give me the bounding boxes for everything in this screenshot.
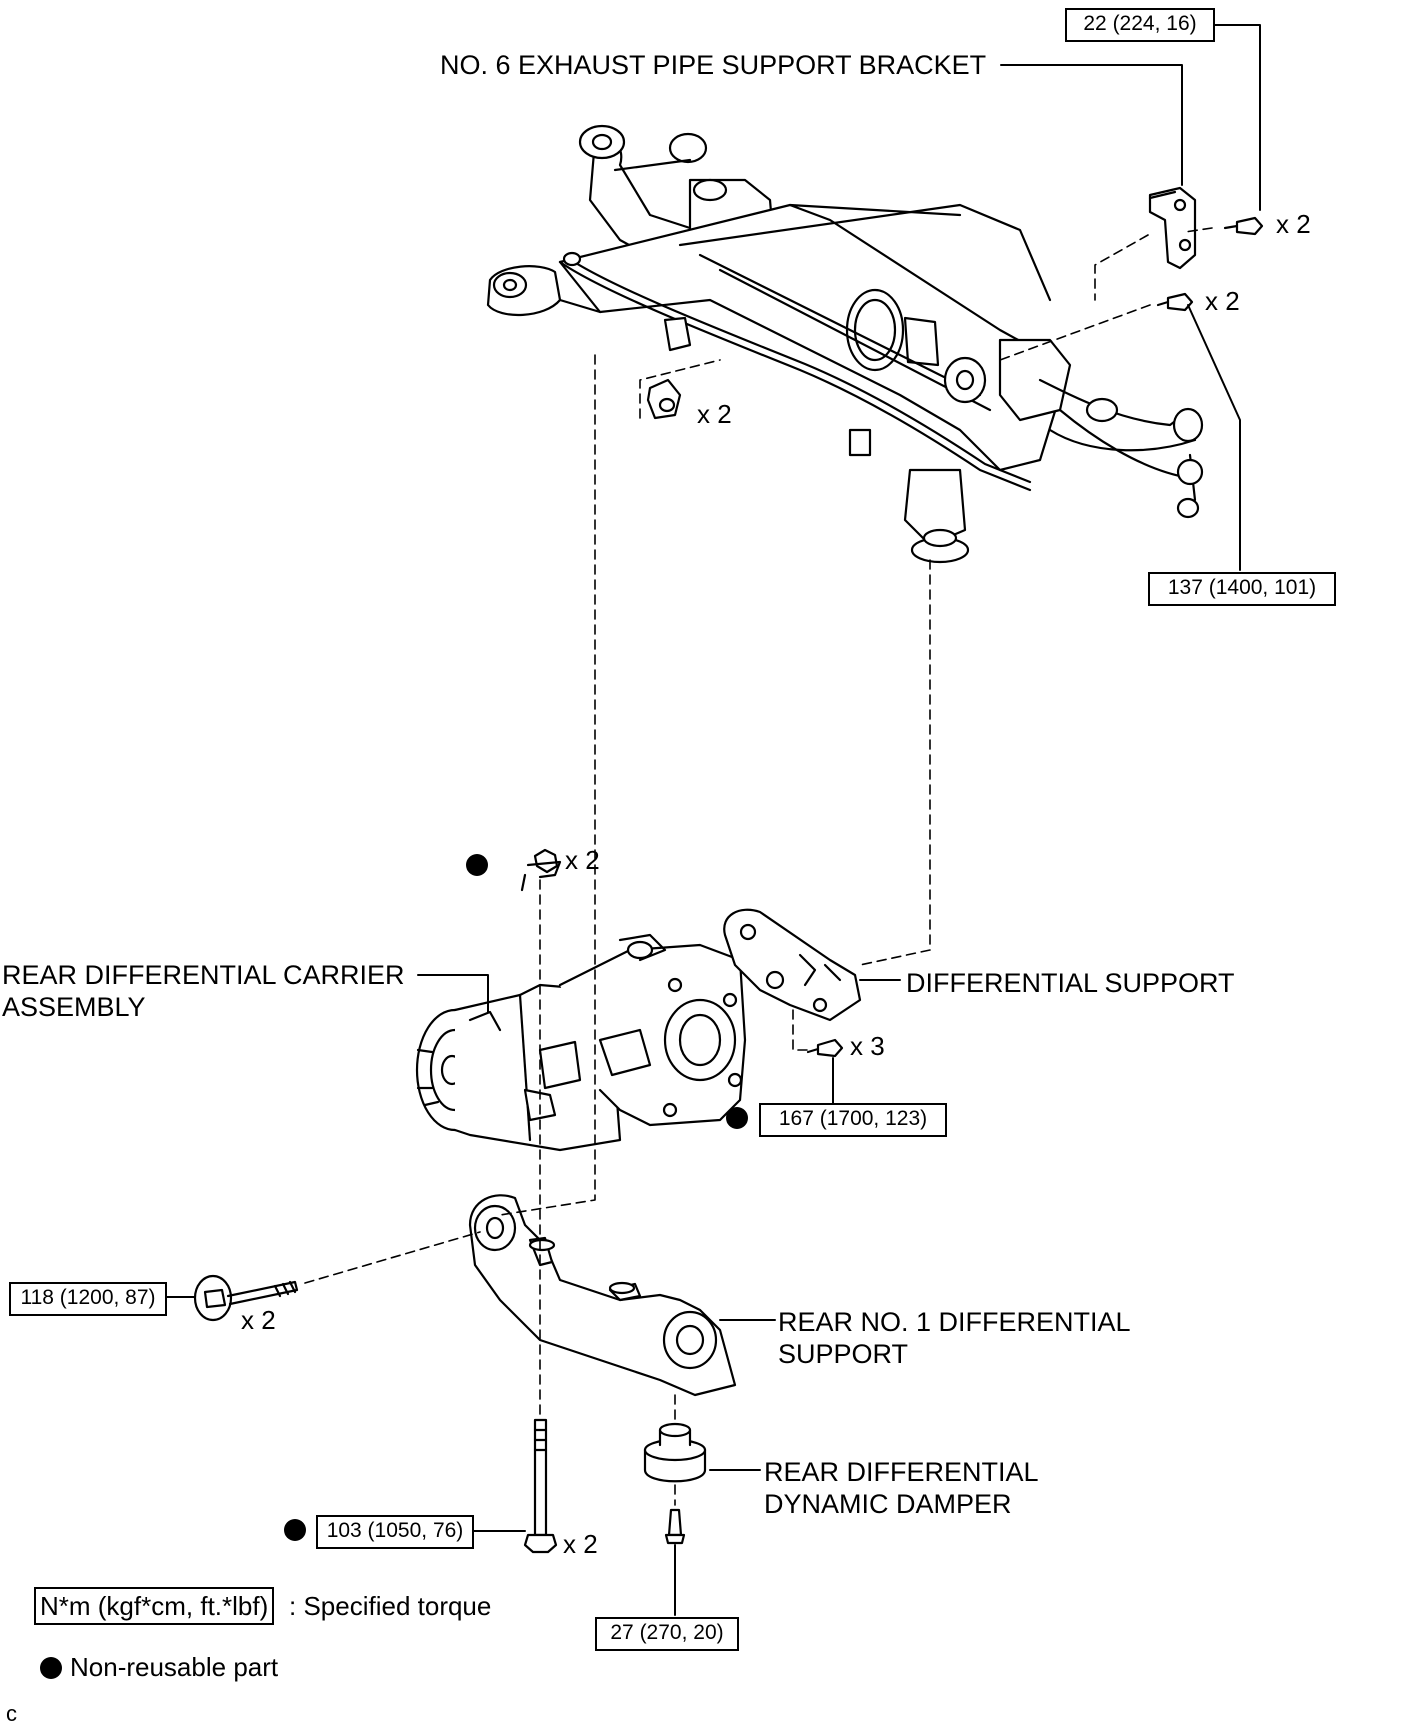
rear-no1-support-part bbox=[468, 1194, 737, 1397]
legend-non-reusable-dot bbox=[40, 1657, 62, 1679]
torque-spec-167: 167 (1700, 123) bbox=[759, 1103, 947, 1137]
dynamic-damper-part bbox=[643, 1422, 707, 1483]
suspension-member bbox=[486, 124, 1204, 564]
differential-support-part bbox=[723, 908, 862, 1022]
rear-no1-label-line1: REAR NO. 1 DIFFERENTIAL bbox=[778, 1307, 1131, 1337]
carrier-label-line1: REAR DIFFERENTIAL CARRIER bbox=[2, 960, 405, 990]
qty-bracket-bolt: x 2 bbox=[1276, 209, 1311, 239]
torque-spec-22: 22 (224, 16) bbox=[1065, 8, 1215, 42]
damper-label-line2: DYNAMIC DAMPER bbox=[764, 1489, 1012, 1519]
torque-spec-118: 118 (1200, 87) bbox=[9, 1282, 167, 1316]
leader-lines bbox=[164, 24, 1261, 1616]
long-bolt-horizontal bbox=[193, 1274, 299, 1322]
non-reusable-dot-103 bbox=[284, 1519, 306, 1541]
long-bolt-vertical bbox=[523, 1418, 558, 1554]
carrier-label-line2: ASSEMBLY bbox=[2, 992, 146, 1022]
qty-support-bolt: x 3 bbox=[850, 1031, 885, 1061]
torque-spec-103: 103 (1050, 76) bbox=[316, 1515, 474, 1549]
torque-spec-137: 137 (1400, 101) bbox=[1148, 572, 1336, 606]
qty-member-nut: x 2 bbox=[697, 399, 732, 429]
qty-long-bolt-vertical: x 2 bbox=[563, 1529, 598, 1559]
qty-member-bolt: x 2 bbox=[1205, 286, 1240, 316]
damper-label-line1: REAR DIFFERENTIAL bbox=[764, 1457, 1039, 1487]
diff-support-label: DIFFERENTIAL SUPPORT bbox=[906, 968, 1235, 998]
torque-spec-27: 27 (270, 20) bbox=[595, 1617, 739, 1651]
rear-no1-label-line2: SUPPORT bbox=[778, 1339, 909, 1369]
qty-carrier-nut: x 2 bbox=[565, 845, 600, 875]
qty-long-bolt-horizontal: x 2 bbox=[241, 1305, 276, 1335]
legend-torque-desc: : Specified torque bbox=[289, 1591, 492, 1621]
exhaust-bracket-label: NO. 6 EXHAUST PIPE SUPPORT BRACKET bbox=[440, 50, 987, 80]
assembly-lines bbox=[304, 227, 1213, 1506]
bracket-bolt bbox=[1223, 216, 1264, 236]
member-nut bbox=[646, 378, 682, 420]
non-reusable-dot-167 bbox=[726, 1107, 748, 1129]
corner-code: c bbox=[6, 1701, 17, 1726]
non-reusable-dot-carrier-nut bbox=[466, 854, 488, 876]
legend-torque-unit: N*m (kgf*cm, ft.*lbf) bbox=[34, 1587, 275, 1625]
support-bolt bbox=[806, 1038, 844, 1058]
damper-bolt bbox=[664, 1508, 686, 1545]
exhaust-bracket-part bbox=[1148, 186, 1197, 270]
carrier-nut bbox=[520, 848, 562, 892]
differential-carrier-part bbox=[415, 933, 747, 1152]
member-bolt bbox=[1156, 292, 1194, 312]
legend-non-reusable-text: Non-reusable part bbox=[70, 1652, 279, 1682]
